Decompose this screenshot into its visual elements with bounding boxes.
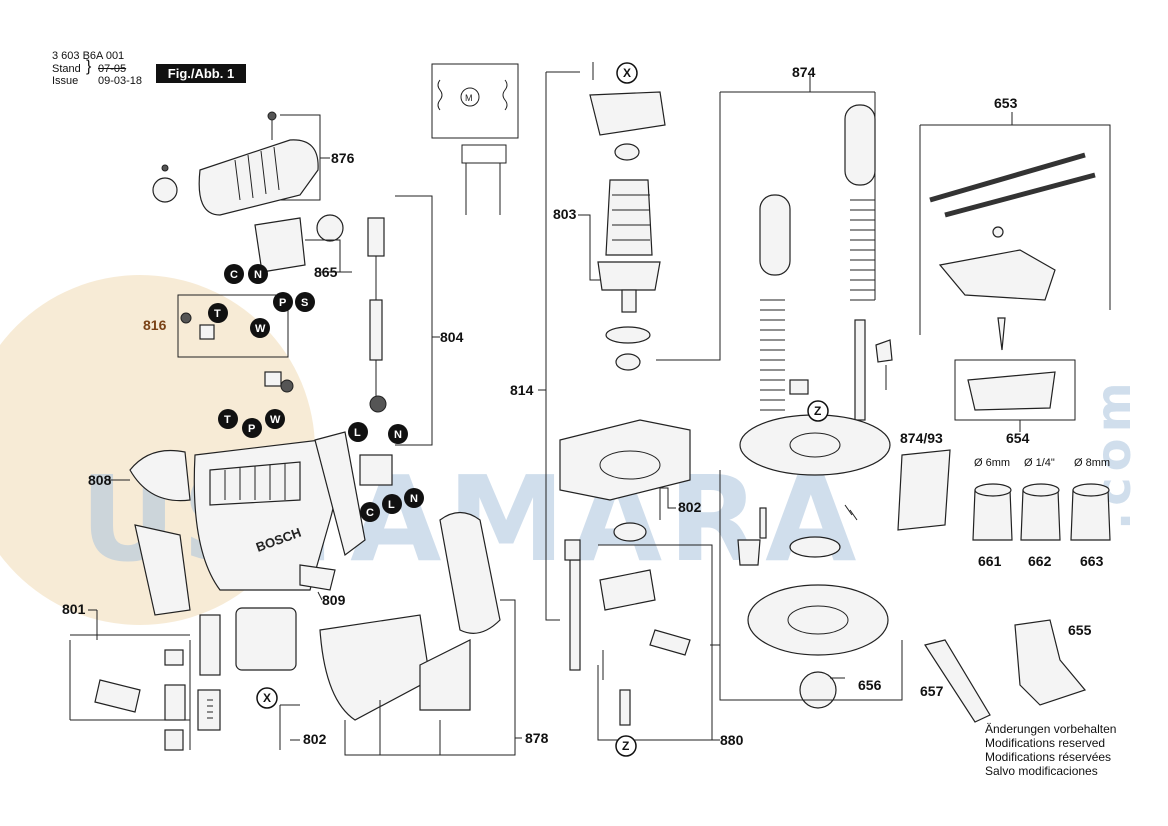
collet-size-labels: Ø 6mm Ø 1/4" Ø 8mm	[974, 457, 1110, 469]
collets	[972, 483, 1111, 541]
part-809: 809	[322, 592, 346, 608]
reference-markers: X X Z Z	[256, 62, 829, 757]
marker-z-1: Z	[814, 404, 821, 418]
plunge-group	[656, 75, 951, 709]
callout-markers: C N P S T W T P W L N C L N	[208, 264, 424, 522]
part-654: 654	[1006, 430, 1030, 446]
callout-p-1: P	[279, 297, 286, 309]
callout-w-1: W	[255, 323, 266, 335]
part-814: 814	[510, 382, 534, 398]
guide-bracket	[938, 249, 1056, 301]
svg-text:M: M	[465, 93, 473, 103]
collet-662	[1020, 489, 1061, 541]
dust-adapter	[1014, 619, 1087, 706]
doc-number: 3 603 B6A 001	[52, 50, 125, 62]
part-874: 874	[792, 64, 816, 80]
part-657: 657	[920, 683, 944, 699]
marker-x-2: X	[263, 691, 271, 705]
note-fr: Modifications réservées	[985, 750, 1112, 764]
part-662: 662	[1028, 553, 1052, 569]
part-802-b: 802	[678, 499, 702, 515]
handle-cover	[439, 511, 501, 634]
issue-date: 09-03-18	[98, 75, 143, 87]
part-878: 878	[525, 730, 549, 746]
size-8mm: Ø 8mm	[1074, 457, 1110, 469]
callout-w-2: W	[270, 414, 281, 426]
housing-group: BOSCH	[69, 111, 522, 756]
handle-left	[134, 524, 191, 616]
chip-guard	[897, 449, 951, 531]
armature	[605, 179, 653, 256]
part-labels: 876 865 816 804 808 809 801 802 878 803 …	[62, 64, 1104, 748]
part-816: 816	[143, 317, 167, 333]
note-en: Modifications reserved	[985, 736, 1106, 750]
callout-c-1: C	[230, 269, 238, 281]
figure-label: Fig./Abb. 1	[156, 64, 246, 83]
callout-n-3: N	[410, 493, 418, 505]
callout-l-1: L	[354, 427, 361, 439]
part-880: 880	[720, 732, 744, 748]
guide-group	[919, 112, 1111, 432]
callout-t-2: T	[224, 414, 231, 426]
callout-n-2: N	[394, 429, 402, 441]
callout-n-1: N	[254, 269, 262, 281]
callout-t-1: T	[214, 308, 221, 320]
callout-s-1: S	[301, 297, 308, 309]
part-663: 663	[1080, 553, 1104, 569]
stand-value: 07-05	[98, 63, 127, 75]
size-6mm: Ø 6mm	[974, 457, 1010, 469]
armature-group	[538, 62, 720, 741]
part-801: 801	[62, 601, 86, 617]
motor-base	[559, 419, 691, 501]
part-656: 656	[858, 677, 882, 693]
top-cover	[198, 139, 319, 216]
wrench	[924, 639, 991, 723]
callout-p-2: P	[248, 423, 255, 435]
part-804: 804	[440, 329, 464, 345]
collet-663	[1070, 489, 1111, 541]
note-es: Salvo modificaciones	[985, 764, 1098, 778]
base-plate	[747, 584, 889, 656]
callout-c-2: C	[366, 507, 374, 519]
issue-label: Issue	[52, 75, 79, 87]
bearing-holder	[589, 91, 666, 136]
part-808: 808	[88, 472, 112, 488]
spindle-lock	[599, 569, 656, 611]
collet-661	[972, 489, 1013, 541]
modifications-note: Änderungen vorbehalten Modifications res…	[985, 722, 1116, 778]
size-1-4in: Ø 1/4"	[1024, 457, 1055, 469]
part-655: 655	[1068, 622, 1092, 638]
part-876: 876	[331, 150, 355, 166]
brush-holder	[254, 217, 306, 273]
callout-l-2: L	[388, 499, 395, 511]
part-865: 865	[314, 264, 338, 280]
part-803: 803	[553, 206, 577, 222]
part-661: 661	[978, 553, 1002, 569]
marker-z-2: Z	[622, 739, 629, 753]
part-653: 653	[994, 95, 1018, 111]
field-coil	[235, 607, 297, 671]
part-802-a: 802	[303, 731, 327, 747]
wiring-schematic: M	[431, 63, 519, 215]
stand-label: Stand	[52, 63, 81, 75]
note-de: Änderungen vorbehalten	[985, 722, 1117, 736]
part-874-93: 874/93	[900, 430, 943, 446]
marker-x-1: X	[623, 66, 631, 80]
router-base	[739, 414, 891, 476]
brace: }	[86, 58, 92, 75]
